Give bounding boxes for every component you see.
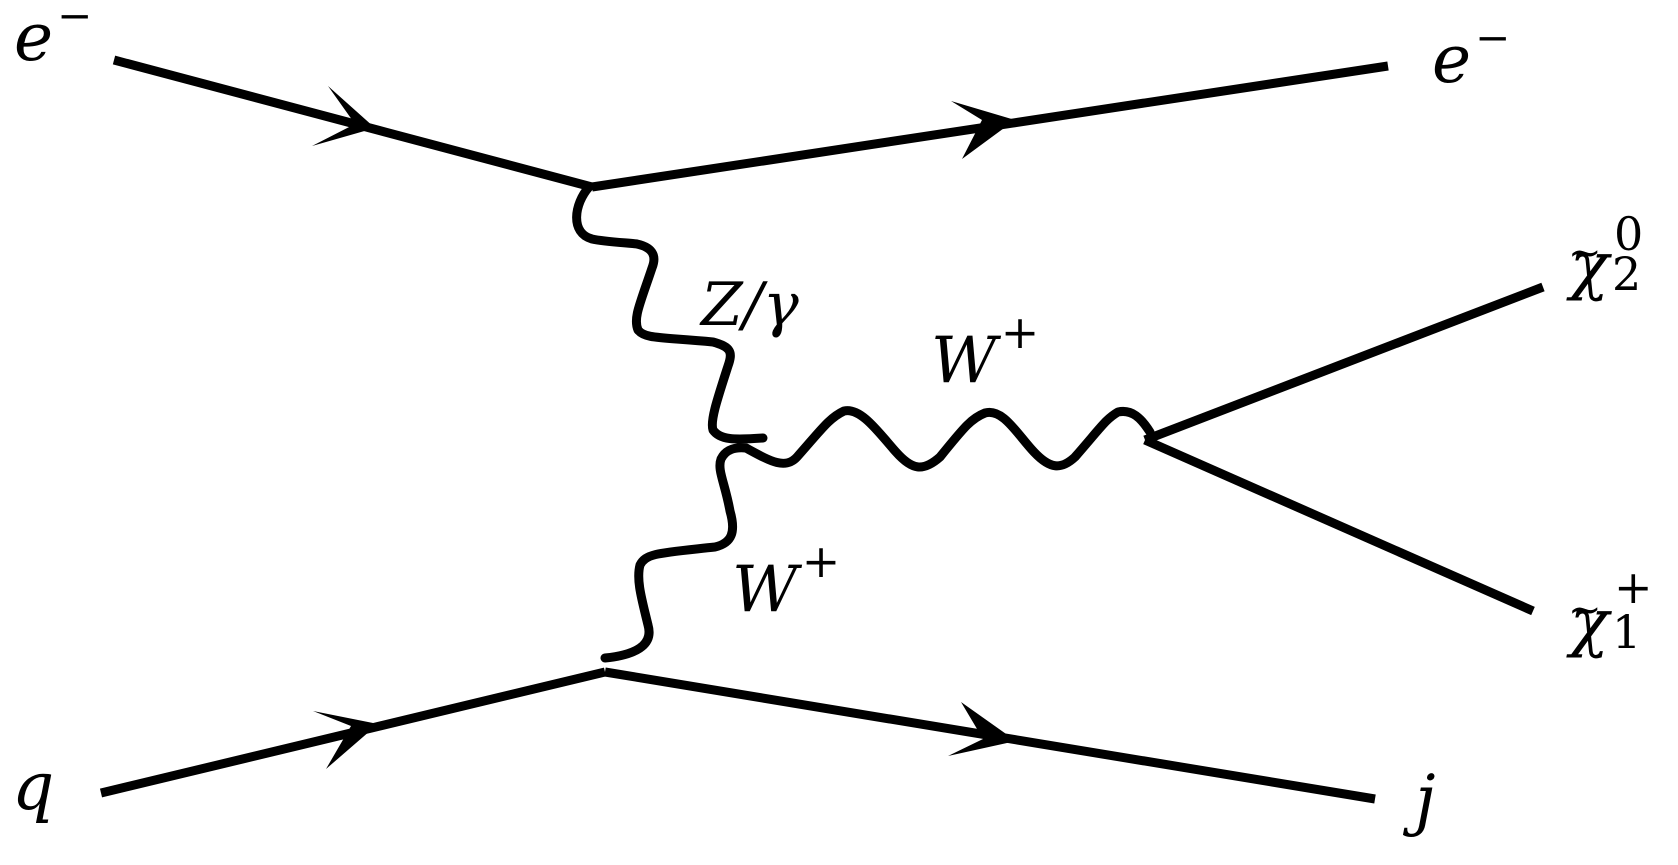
w-lower-propagator [600, 443, 751, 663]
neutralino-label: ~ χ 2 0 [1566, 207, 1643, 303]
svg-text:χ: χ [1566, 586, 1612, 660]
svg-text:~: ~ [1568, 587, 1602, 633]
z-gamma-propagator [572, 182, 768, 444]
outgoing-jet-arrow-icon [948, 702, 1016, 756]
svg-text:~: ~ [1568, 230, 1602, 276]
outgoing-jet-label: j [1402, 761, 1435, 838]
w-lower-label: W+ [732, 534, 840, 627]
incoming-electron-arrow-icon [312, 86, 375, 146]
outgoing-electron-arrow-icon [951, 101, 1015, 159]
z-gamma-label: Z/γ [699, 270, 799, 340]
svg-text:χ: χ [1566, 229, 1612, 303]
svg-text:0: 0 [1614, 207, 1643, 261]
outgoing-electron-label: e− [1432, 13, 1510, 98]
chargino-label: ~ χ 1 + [1566, 560, 1653, 660]
svg-text:+: + [1614, 560, 1653, 614]
w-upper-propagator [741, 406, 1155, 472]
incoming-quark-label: q [12, 748, 54, 825]
neutralino-line [1143, 282, 1545, 445]
incoming-electron-label: e− [14, 0, 92, 76]
svg-text:2: 2 [1612, 247, 1641, 301]
chargino-line [1143, 435, 1535, 616]
incoming-quark-arrow-icon [313, 711, 378, 769]
svg-text:1: 1 [1612, 605, 1641, 659]
incoming-electron-line [112, 55, 594, 192]
w-upper-label: W+ [931, 305, 1039, 398]
